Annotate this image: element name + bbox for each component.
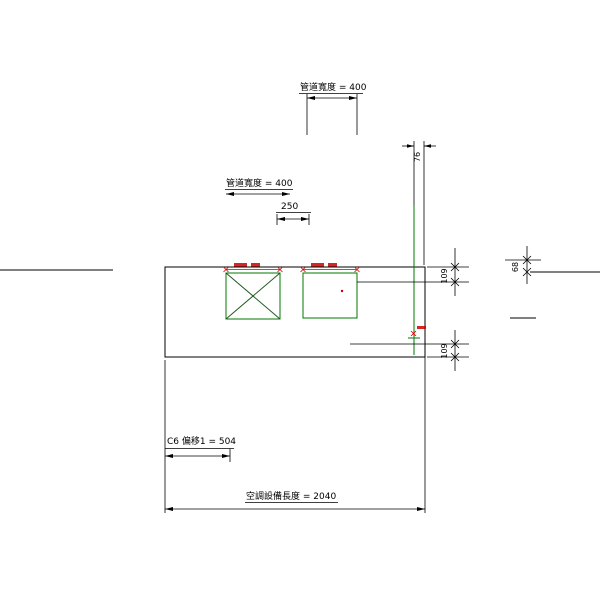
dim-label-68: 68 xyxy=(511,262,520,272)
equipment-outline xyxy=(164,266,426,358)
arrowhead xyxy=(417,507,425,511)
dim-label-pipe-width-mid: 管道寬度 = 400 xyxy=(226,177,293,189)
duct-b-outline xyxy=(302,272,358,319)
tick-mark xyxy=(450,339,460,349)
arrowhead xyxy=(165,454,173,458)
red-tick-marks xyxy=(300,266,360,273)
arrowhead xyxy=(307,96,315,100)
dimension-68: 68 xyxy=(505,246,541,284)
duct-b xyxy=(300,263,360,319)
dimension-equipment-length: 空調設備長度 = 2040 xyxy=(165,490,425,511)
tick-mark xyxy=(450,277,460,287)
dimension-109-upper: 109 xyxy=(357,248,469,296)
duct-a-outline xyxy=(225,272,281,320)
arrowhead xyxy=(301,217,309,221)
dim-label-76: 76 xyxy=(413,152,422,162)
dim-label-equipment-length: 空調設備長度 = 2040 xyxy=(246,490,336,502)
arrowhead xyxy=(282,192,290,196)
arrowhead xyxy=(424,144,431,148)
dim-label-c6-offset: C6 偏移1 = 504 xyxy=(167,435,236,447)
dim-label-250: 250 xyxy=(281,202,298,212)
detail-marks-bottom-right xyxy=(408,326,426,339)
duct-b-center-mark xyxy=(340,289,344,293)
red-microtext xyxy=(251,263,260,267)
red-microtext xyxy=(328,263,337,267)
duct-a-diagonal xyxy=(225,272,281,320)
dimension-250: 250 xyxy=(276,202,311,225)
arrowhead xyxy=(222,454,230,458)
dim-label-109-lower: 109 xyxy=(440,343,449,358)
red-microtext xyxy=(234,263,247,267)
tick-mark xyxy=(522,267,532,277)
red-tick-marks xyxy=(223,266,283,273)
tick-mark xyxy=(450,262,460,272)
tick-mark xyxy=(450,352,460,362)
dim-label-pipe-width-top: 管道寬度 = 400 xyxy=(300,81,367,93)
dim-label-109-upper: 109 xyxy=(440,268,449,283)
dimension-pipe-width-mid: 管道寬度 = 400 xyxy=(225,177,293,196)
arrowhead xyxy=(165,507,173,511)
dimension-109-lower: 109 xyxy=(350,330,469,371)
red-microtext xyxy=(311,263,324,267)
dimension-c6-offset: C6 偏移1 = 504 xyxy=(165,435,236,458)
red-microtext xyxy=(417,326,426,329)
dimension-pipe-width-top: 管道寬度 = 400 xyxy=(299,81,367,135)
dimension-76: 76 xyxy=(402,144,436,162)
duct-a xyxy=(223,263,283,320)
arrowhead xyxy=(277,217,285,221)
tick-mark xyxy=(522,255,532,265)
red-tick-mark xyxy=(410,330,417,337)
arrowhead xyxy=(226,192,234,196)
arrowhead xyxy=(407,144,414,148)
arrowhead xyxy=(349,96,357,100)
